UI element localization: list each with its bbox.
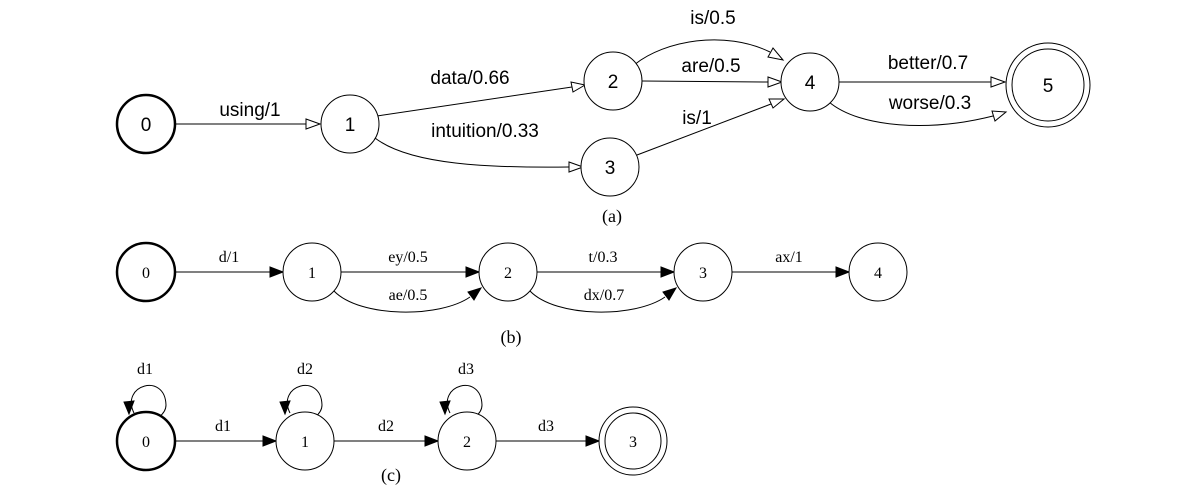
c-loop-label-d1: d1: [137, 361, 153, 378]
a-state-2-label: 2: [608, 72, 619, 93]
a-edge-1-2: [376, 86, 573, 117]
a-state-3: [580, 137, 640, 197]
c-loop-0: [131, 385, 167, 418]
c-arrowhead-0-1: [262, 435, 278, 447]
a-edge-label-using: using/1: [219, 100, 280, 121]
c-edge-label-d2: d2: [378, 418, 394, 435]
b-edge-label-ae: ae/0.5: [389, 287, 428, 304]
c-loop-label-d3: d3: [458, 361, 474, 378]
c-state-0-label: 0: [142, 434, 150, 451]
a-edge-3-4: [636, 103, 772, 156]
c-state-3-inner: [604, 412, 662, 470]
b-state-3: [673, 242, 733, 302]
a-edge-label-are: are/0.5: [681, 56, 740, 77]
c-loop-1-arrowhead: [279, 400, 291, 416]
a-arrowhead-4-5-worse: [991, 110, 1008, 122]
b-arrowhead-3-4: [835, 266, 851, 278]
a-state-4: [780, 52, 840, 112]
c-loop-2: [447, 385, 483, 418]
a-caption: (a): [602, 206, 622, 227]
c-loop-1: [287, 385, 323, 418]
b-state-1-label: 1: [308, 265, 316, 282]
a-state-3-label: 3: [605, 158, 616, 179]
c-edge-label-d3: d3: [538, 418, 554, 435]
a-state-5-label: 5: [1043, 76, 1054, 97]
b-edge-2-3-dx: [529, 290, 666, 313]
a-state-0-label: 0: [141, 115, 152, 136]
c-state-1-label: 1: [301, 434, 309, 451]
a-arrowhead-1-2: [570, 81, 587, 93]
diagram-c: 0 1 2 3 d1 d2 d3 d1 d2 d3 (c): [115, 361, 668, 486]
a-edge-label-better: better/0.7: [888, 53, 968, 74]
c-state-3-label: 3: [629, 434, 637, 451]
a-state-4-label: 4: [805, 73, 816, 94]
a-edge-4-5-worse: [828, 101, 994, 126]
a-edge-2-4-are: [641, 80, 769, 83]
a-edge-2-4-is: [633, 39, 771, 66]
a-arrowhead-3-4: [768, 98, 786, 109]
a-state-1-label: 1: [345, 115, 356, 136]
a-state-2: [583, 51, 643, 111]
b-state-3-label: 3: [699, 265, 707, 282]
b-arrowhead-1-2-ey: [465, 266, 481, 278]
b-arrowhead-0-1: [269, 266, 285, 278]
b-edge-1-2-ae: [333, 290, 471, 313]
a-arrowhead-4-5-better: [990, 76, 1007, 88]
c-state-2: [437, 411, 497, 471]
b-state-0-label: 0: [142, 265, 150, 282]
diagram-a: 0 1 2 3 4 5 using/1 data/0.66 intuition/…: [115, 8, 1091, 227]
b-state-0: [115, 241, 177, 303]
a-state-1: [320, 94, 380, 154]
a-edge-label-is-05: is/0.5: [690, 8, 735, 29]
b-edge-label-t: t/0.3: [589, 249, 618, 266]
b-state-2: [478, 242, 538, 302]
b-edge-label-d: d/1: [219, 249, 239, 266]
c-state-1: [275, 411, 335, 471]
a-arrowhead-2-4-is: [767, 47, 785, 61]
b-state-4-label: 4: [874, 265, 882, 282]
a-edge-1-3: [374, 137, 570, 168]
diagram-b: 0 1 2 3 4 d/1 ey/0.5 ae/0.5 t/0.3 dx/0.7…: [115, 241, 908, 348]
c-arrowhead-1-2: [424, 435, 440, 447]
b-edge-label-ey: ey/0.5: [388, 249, 428, 266]
a-state-5-inner: [1011, 48, 1085, 122]
a-edge-label-is-1: is/1: [682, 108, 712, 129]
b-state-2-label: 2: [504, 265, 512, 282]
c-loop-2-arrowhead: [439, 400, 451, 416]
a-arrowhead-1-3: [568, 161, 585, 173]
b-state-4: [848, 242, 908, 302]
b-arrowhead-2-3-dx: [662, 287, 678, 301]
a-edge-label-data: data/0.66: [430, 68, 509, 89]
a-arrowhead-0-1: [305, 118, 322, 130]
c-arrowhead-2-3: [585, 435, 601, 447]
b-arrowhead-2-3-t: [660, 266, 676, 278]
c-loop-0-arrowhead: [123, 400, 135, 416]
a-edge-label-intuition: intuition/0.33: [431, 121, 539, 142]
a-state-0: [115, 93, 177, 155]
b-edge-label-dx: dx/0.7: [584, 287, 624, 304]
c-loop-label-d2: d2: [297, 361, 313, 378]
b-state-1: [282, 242, 342, 302]
b-edge-label-ax: ax/1: [775, 249, 803, 266]
c-caption: (c): [381, 465, 401, 486]
c-state-0: [115, 410, 177, 472]
a-arrowhead-2-4-are: [767, 76, 784, 88]
c-state-2-label: 2: [463, 434, 471, 451]
c-edge-label-d1: d1: [215, 418, 231, 435]
b-arrowhead-1-2-ae: [467, 287, 483, 301]
a-edge-label-worse: worse/0.3: [888, 93, 971, 114]
b-caption: (b): [501, 327, 522, 348]
